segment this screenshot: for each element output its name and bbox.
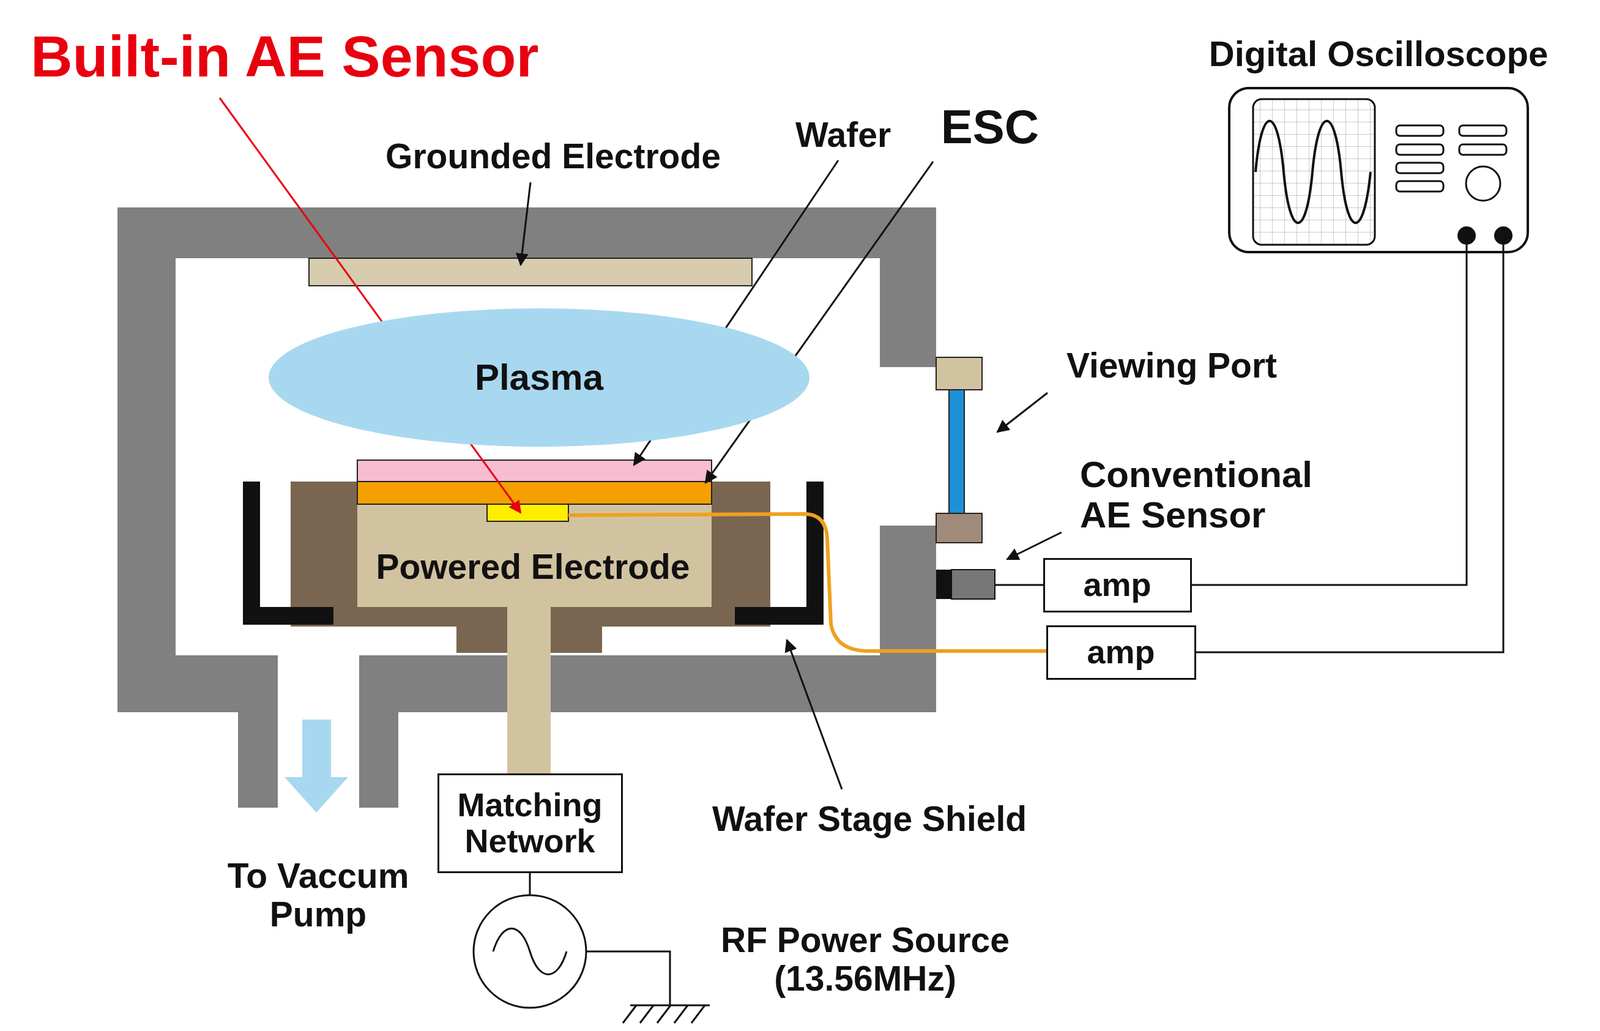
part-label: Wafer	[795, 115, 891, 155]
oscilloscope-drawing-part-part	[1459, 125, 1507, 136]
leader-lines-part	[705, 161, 934, 483]
part-label: Built-in AE Sensor	[30, 24, 539, 89]
part-label: Grounded Electrode	[385, 137, 721, 176]
wafer-stage-shield-part	[806, 481, 824, 625]
oscilloscope-box: Digital Oscilloscope	[1227, 86, 1530, 254]
conventional-sensor	[936, 569, 1044, 600]
oscilloscope-drawing-part-part	[1396, 162, 1444, 174]
wafer-stage	[290, 481, 771, 778]
node-text: amp	[1082, 566, 1151, 603]
leader-lines-part	[1007, 532, 1062, 560]
part-label: Conventional AE Sensor	[1079, 454, 1350, 536]
oscilloscope-drawing	[1253, 99, 1513, 254]
oscilloscope-drawing-part	[1253, 99, 1375, 245]
oscilloscope-drawing-part	[1466, 235, 1468, 254]
rf-source	[473, 865, 710, 1024]
matching-network-box: Matching Network	[437, 773, 623, 874]
viewing-port-part	[948, 389, 965, 514]
rf-source-part	[586, 951, 710, 1006]
vacuum-chamber-part	[277, 654, 360, 815]
node-text: Matching Network	[445, 786, 615, 860]
part-label: ESC	[941, 100, 1039, 154]
amplifier-box: amp	[1046, 625, 1197, 680]
rf-source-part	[473, 895, 587, 1008]
part-label: To Vaccum Pump	[195, 856, 441, 934]
oscilloscope-drawing-part-part	[1396, 181, 1444, 192]
vacuum-chamber-part	[238, 710, 278, 808]
oscilloscope-drawing-part-part	[1396, 144, 1444, 155]
vacuum-chamber	[117, 207, 938, 815]
rf-source-part	[622, 1005, 705, 1024]
esc-layer	[357, 481, 712, 505]
wafer-stage-shield	[242, 481, 824, 625]
leader-lines	[219, 97, 1062, 790]
vacuum-chamber-part	[175, 258, 880, 656]
rf-source-part	[493, 928, 567, 975]
wafer-stage-part	[290, 481, 771, 627]
conventional-sensor-part	[994, 584, 1044, 587]
leader-lines-part	[997, 392, 1048, 432]
node-heading: Digital Oscilloscope	[1209, 34, 1548, 74]
conventional-sensor-part	[951, 569, 995, 600]
wafer-stage-shield-part	[242, 481, 261, 625]
wafer-layer	[357, 460, 712, 482]
amplifier-box: amp	[1043, 558, 1192, 613]
electrode-label-box: Powered Electrode	[369, 543, 696, 590]
part-label: Viewing Port	[1066, 346, 1277, 385]
part-label: Wafer Stage Shield	[712, 799, 1027, 839]
viewing-port-part	[936, 513, 983, 543]
viewing-port-part	[936, 357, 983, 390]
wafer-stage-part	[507, 605, 551, 778]
oscilloscope-drawing-part-part	[1396, 125, 1444, 136]
viewing-port	[936, 357, 983, 543]
grounded-electrode	[308, 258, 752, 286]
oscilloscope-drawing-part	[1396, 125, 1507, 201]
vacuum-chamber-part	[359, 710, 399, 808]
node-text: amp	[1086, 633, 1155, 670]
vacuum-chamber-part	[878, 367, 938, 526]
ellipse-shape	[268, 308, 810, 447]
leader-lines-part	[520, 182, 531, 265]
oscilloscope-drawing-part-part	[1466, 166, 1501, 201]
oscilloscope-drawing-part-part	[1459, 144, 1507, 155]
pump-arrow	[284, 719, 349, 813]
node-text: Powered Electrode	[375, 547, 690, 587]
oscilloscope-drawing-part	[1255, 121, 1371, 224]
built-in-sensor	[487, 504, 569, 522]
wafer-stage-shield-part	[242, 606, 334, 625]
wafer-stage-shield-part	[734, 606, 824, 625]
plasma-region: Plasma	[268, 308, 810, 447]
part-label: RF Power Source (13.56MHz)	[693, 920, 1037, 998]
signal-wire	[1196, 253, 1504, 653]
node-text: Plasma	[474, 357, 604, 398]
leader-lines-part	[786, 640, 842, 790]
wafer-stage-part	[357, 504, 712, 607]
oscilloscope-drawing-part	[1502, 235, 1505, 254]
conventional-sensor-part	[936, 569, 952, 600]
